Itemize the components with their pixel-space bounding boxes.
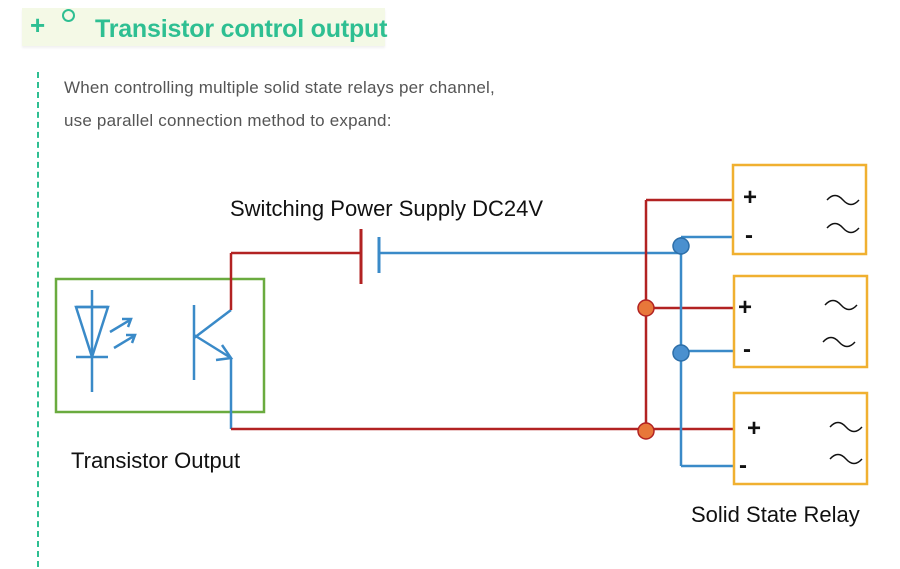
ac-wave-icon (829, 421, 863, 465)
junction-positive-dot (637, 422, 655, 440)
battery-icon (359, 229, 381, 284)
relay-minus-terminal: - (745, 222, 753, 249)
ac-wave-icon (822, 299, 858, 348)
junction-negative-dot (672, 344, 690, 362)
transistor-icon (192, 305, 234, 380)
section-title: Transistor control output (95, 15, 388, 43)
relay-plus-terminal: + (743, 184, 757, 211)
junction-negative-dot (672, 237, 690, 255)
optocoupler-icon (74, 290, 137, 392)
description-line-1: When controlling multiple solid state re… (64, 78, 495, 97)
power-supply-label: Switching Power Supply DC24V (230, 196, 543, 221)
circle-icon (62, 9, 75, 22)
relay-plus-terminal: + (747, 415, 761, 442)
relay-plus-terminal: + (738, 294, 752, 321)
relay-2: + - (732, 274, 869, 369)
relay-1: + - (731, 163, 868, 256)
solid-state-relay-label: Solid State Relay (691, 502, 860, 527)
transistor-module-box (54, 277, 266, 414)
ac-wave-icon (826, 194, 860, 234)
transistor-output-label: Transistor Output (71, 448, 240, 473)
relay-box (731, 163, 868, 256)
expand-plus-icon[interactable]: + (30, 10, 46, 40)
section-header (22, 8, 385, 46)
relay-minus-terminal: - (739, 452, 747, 479)
relay-box (732, 391, 869, 486)
relay-3: + - (732, 391, 869, 486)
relay-minus-terminal: - (743, 336, 751, 363)
relay-box (732, 274, 869, 369)
junction-positive-dot (637, 299, 655, 317)
dashed-divider (37, 72, 39, 567)
description-line-2: use parallel connection method to expand… (64, 111, 392, 130)
